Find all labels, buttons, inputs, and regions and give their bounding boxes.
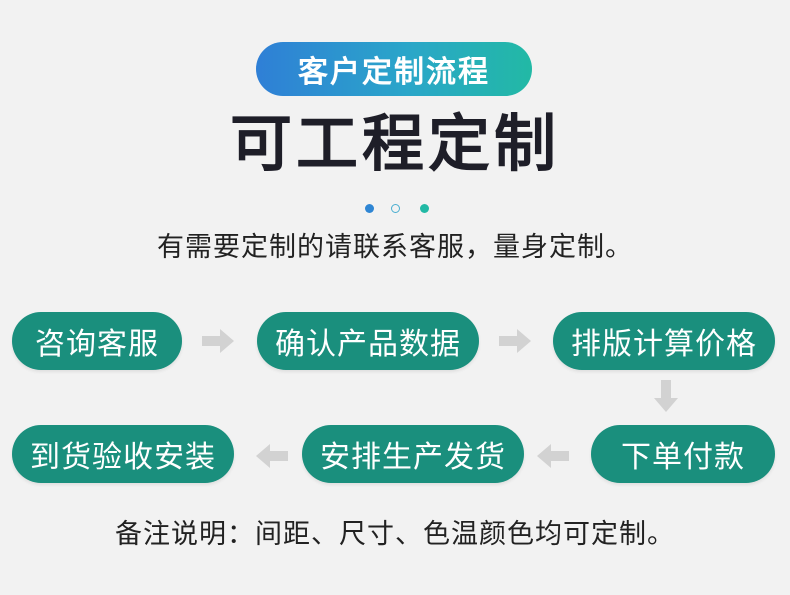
footnote: 备注说明：间距、尺寸、色温颜色均可定制。	[115, 519, 675, 550]
arrow-left-icon	[256, 444, 288, 468]
step-order-payment: 下单付款	[591, 425, 775, 483]
step-delivery-installation: 到货验收安装	[12, 425, 234, 483]
arrow-left-icon	[537, 444, 569, 468]
step-consult: 咨询客服	[12, 312, 182, 370]
page-title: 可工程定制	[229, 107, 560, 180]
arrow-right-icon	[202, 329, 234, 353]
step-production-shipping: 安排生产发货	[302, 425, 524, 483]
step-confirm-data: 确认产品数据	[257, 312, 479, 370]
arrow-down-icon	[654, 380, 678, 412]
page-subtitle: 有需要定制的请联系客服，量身定制。	[157, 232, 633, 263]
dot-icon	[420, 204, 429, 213]
arrow-right-icon	[499, 329, 531, 353]
step-layout-pricing: 排版计算价格	[553, 312, 775, 370]
dot-icon	[365, 204, 374, 213]
decorative-dots	[365, 202, 435, 216]
process-badge: 客户定制流程	[256, 42, 532, 96]
dot-outline-icon	[391, 204, 400, 213]
